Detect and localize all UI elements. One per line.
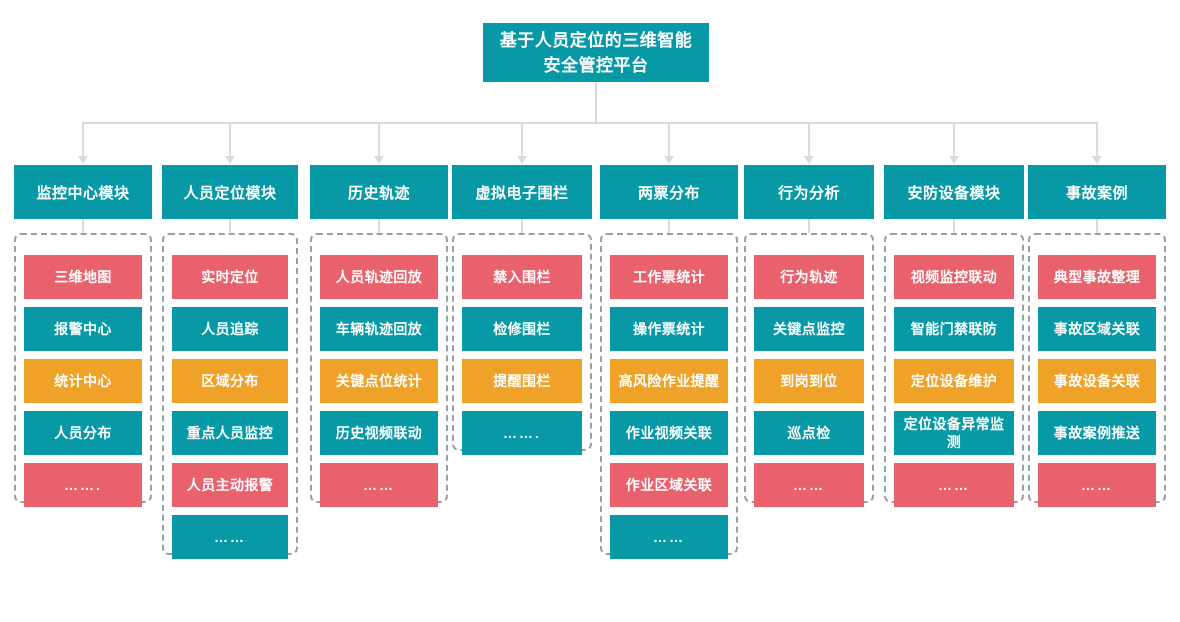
column-4-item-4[interactable]: ……. — [462, 411, 582, 455]
connector-arrow-icon — [374, 156, 384, 164]
column-header-5[interactable]: 两票分布 — [600, 165, 738, 219]
connector-arrow-icon — [949, 156, 959, 164]
column-5-item-1[interactable]: 工作票统计 — [610, 255, 728, 299]
column-header-4[interactable]: 虚拟电子围栏 — [452, 165, 592, 219]
connector-drop-line — [668, 122, 670, 157]
header-to-group-line — [521, 219, 523, 233]
header-to-group-line — [1096, 219, 1098, 233]
connector-drop-line — [808, 122, 810, 157]
column-header-7[interactable]: 安防设备模块 — [884, 165, 1024, 219]
column-7-item-3[interactable]: 定位设备维护 — [894, 359, 1014, 403]
column-7-item-5[interactable]: …… — [894, 463, 1014, 507]
horizontal-bus-line — [83, 122, 1097, 124]
column-1-item-2[interactable]: 报警中心 — [24, 307, 142, 351]
header-to-group-line — [668, 219, 670, 233]
column-8-item-3[interactable]: 事故设备关联 — [1038, 359, 1156, 403]
column-6-item-2[interactable]: 关键点监控 — [754, 307, 864, 351]
column-3-item-4[interactable]: 历史视频联动 — [320, 411, 438, 455]
header-to-group-line — [82, 219, 84, 233]
column-2-item-1[interactable]: 实时定位 — [172, 255, 288, 299]
header-to-group-line — [229, 219, 231, 233]
column-1-item-3[interactable]: 统计中心 — [24, 359, 142, 403]
column-1-item-5[interactable]: ……. — [24, 463, 142, 507]
connector-drop-line — [82, 122, 84, 157]
column-4-item-3[interactable]: 提醒围栏 — [462, 359, 582, 403]
column-1-item-1[interactable]: 三维地图 — [24, 255, 142, 299]
column-6-item-5[interactable]: …… — [754, 463, 864, 507]
column-header-1[interactable]: 监控中心模块 — [14, 165, 152, 219]
column-8-item-2[interactable]: 事故区域关联 — [1038, 307, 1156, 351]
connector-arrow-icon — [1092, 156, 1102, 164]
column-header-6[interactable]: 行为分析 — [744, 165, 874, 219]
column-5-item-5[interactable]: 作业区域关联 — [610, 463, 728, 507]
connector-arrow-icon — [78, 156, 88, 164]
header-to-group-line — [953, 219, 955, 233]
column-3-item-5[interactable]: …… — [320, 463, 438, 507]
column-3-item-2[interactable]: 车辆轨迹回放 — [320, 307, 438, 351]
title-stem-line — [595, 82, 597, 122]
column-header-2[interactable]: 人员定位模块 — [162, 165, 298, 219]
column-3-item-1[interactable]: 人员轨迹回放 — [320, 255, 438, 299]
column-2-item-5[interactable]: 人员主动报警 — [172, 463, 288, 507]
column-8-item-4[interactable]: 事故案例推送 — [1038, 411, 1156, 455]
connector-arrow-icon — [664, 156, 674, 164]
column-5-item-6[interactable]: …… — [610, 515, 728, 559]
connector-drop-line — [953, 122, 955, 157]
column-header-3[interactable]: 历史轨迹 — [310, 165, 448, 219]
column-2-item-2[interactable]: 人员追踪 — [172, 307, 288, 351]
column-2-item-6[interactable]: …… — [172, 515, 288, 559]
column-3-item-3[interactable]: 关键点位统计 — [320, 359, 438, 403]
header-to-group-line — [808, 219, 810, 233]
header-to-group-line — [378, 219, 380, 233]
column-5-item-2[interactable]: 操作票统计 — [610, 307, 728, 351]
column-7-item-2[interactable]: 智能门禁联防 — [894, 307, 1014, 351]
connector-drop-line — [521, 122, 523, 157]
column-6-item-1[interactable]: 行为轨迹 — [754, 255, 864, 299]
platform-title-box: 基于人员定位的三维智能安全管控平台 — [483, 23, 709, 82]
connector-arrow-icon — [517, 156, 527, 164]
column-5-item-3[interactable]: 高风险作业提醒 — [610, 359, 728, 403]
column-5-item-4[interactable]: 作业视频关联 — [610, 411, 728, 455]
column-8-item-5[interactable]: …… — [1038, 463, 1156, 507]
column-4-item-2[interactable]: 检修围栏 — [462, 307, 582, 351]
column-4-item-1[interactable]: 禁入围栏 — [462, 255, 582, 299]
column-8-item-1[interactable]: 典型事故整理 — [1038, 255, 1156, 299]
column-1-item-4[interactable]: 人员分布 — [24, 411, 142, 455]
connector-drop-line — [378, 122, 380, 157]
column-7-item-1[interactable]: 视频监控联动 — [894, 255, 1014, 299]
column-2-item-4[interactable]: 重点人员监控 — [172, 411, 288, 455]
connector-arrow-icon — [804, 156, 814, 164]
column-header-8[interactable]: 事故案例 — [1028, 165, 1166, 219]
column-7-item-4[interactable]: 定位设备异常监测 — [894, 411, 1014, 455]
connector-drop-line — [229, 122, 231, 157]
connector-arrow-icon — [225, 156, 235, 164]
column-6-item-3[interactable]: 到岗到位 — [754, 359, 864, 403]
connector-drop-line — [1096, 122, 1098, 157]
column-6-item-4[interactable]: 巡点检 — [754, 411, 864, 455]
column-2-item-3[interactable]: 区域分布 — [172, 359, 288, 403]
